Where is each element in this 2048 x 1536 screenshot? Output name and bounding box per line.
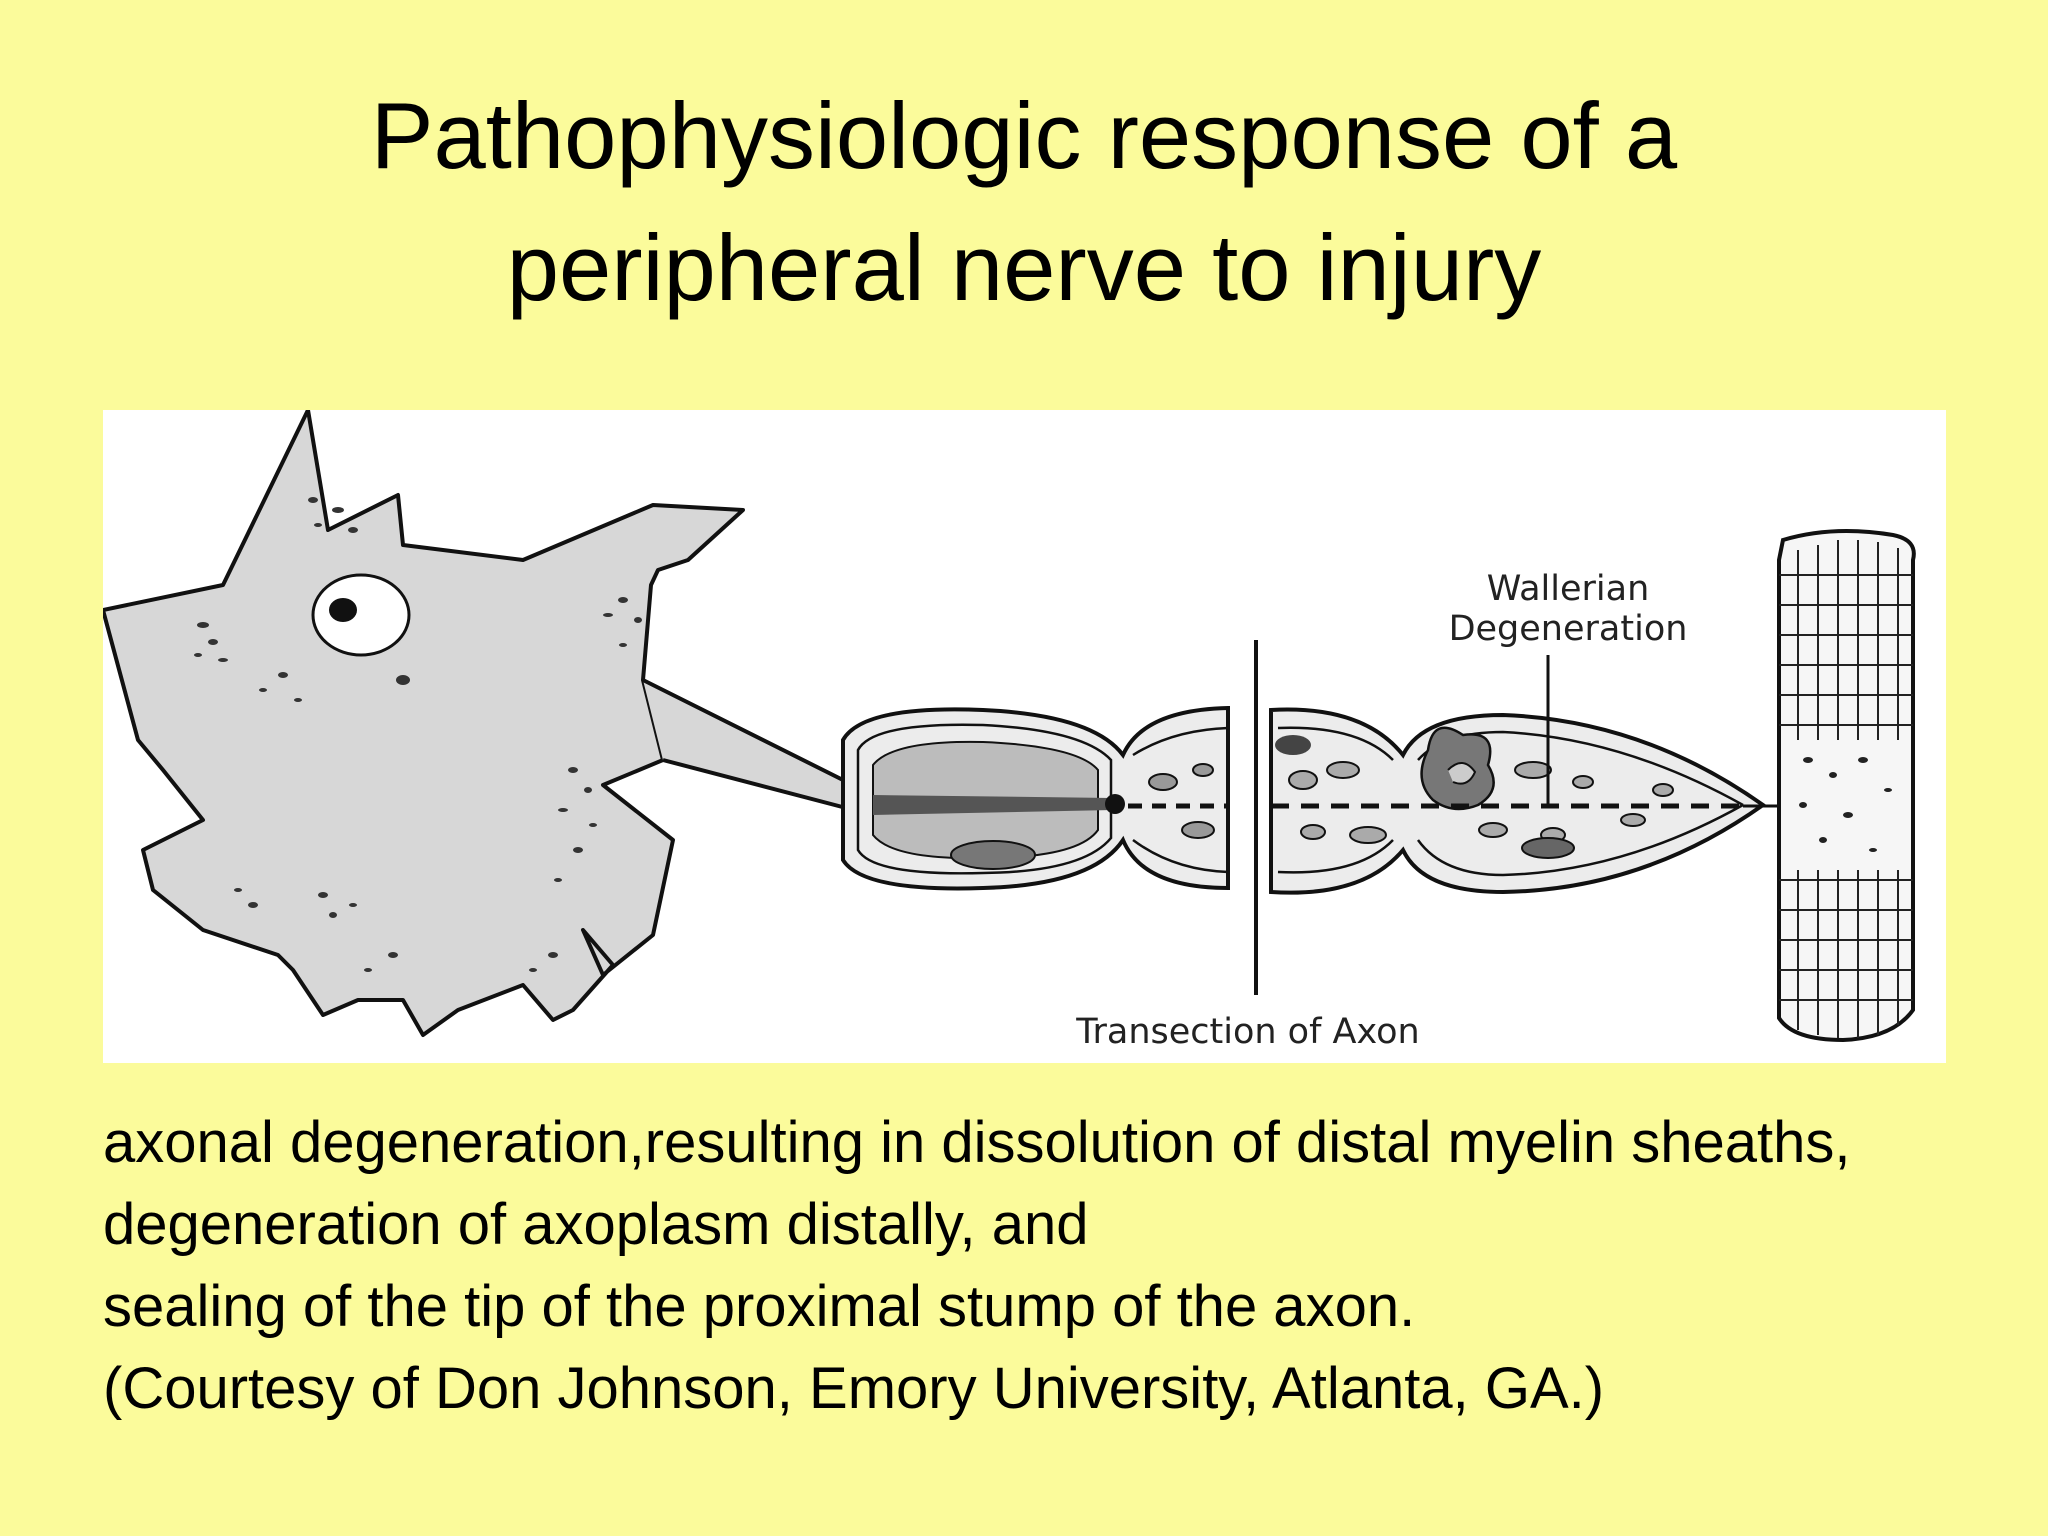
caption-line-4: (Courtesy of Don Johnson, Emory Universi… <box>103 1356 1605 1421</box>
proximal-myelin-segment <box>841 705 1230 891</box>
wallerian-label-line-2: Degeneration <box>1449 609 1688 649</box>
muscle-fiber <box>1777 529 1916 1043</box>
distal-degenerating-segment <box>1269 707 1783 895</box>
neuron-cell-body <box>103 410 745 1037</box>
caption-line-1: axonal degeneration,resulting in dissolu… <box>103 1110 1851 1175</box>
transection-label: Transection of Axon <box>1075 1012 1419 1052</box>
nucleus <box>311 573 411 657</box>
slide-title-line-1: Pathophysiologic response of a <box>370 83 1678 188</box>
caption: axonal degeneration,resulting in dissolu… <box>103 1102 2003 1430</box>
caption-line-2: degeneration of axoplasm distally, and <box>103 1192 1089 1257</box>
wallerian-label-line-1: Wallerian <box>1487 569 1650 609</box>
slide-title: Pathophysiologic response of a periphera… <box>0 70 2048 334</box>
caption-line-3: sealing of the tip of the proximal stump… <box>103 1274 1416 1339</box>
slide-title-line-2: peripheral nerve to injury <box>506 215 1542 320</box>
nerve-injury-diagram: Wallerian Degeneration Transection of Ax… <box>103 410 1946 1063</box>
